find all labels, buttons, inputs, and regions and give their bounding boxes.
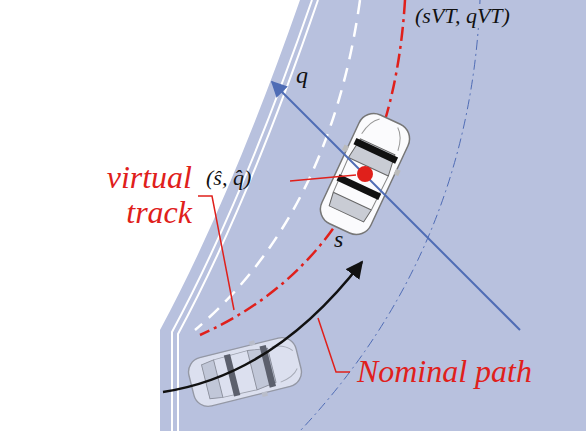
q-axis — [272, 82, 520, 330]
ghost-car — [185, 331, 306, 413]
leader-line — [198, 196, 234, 310]
road-surface — [160, 0, 586, 431]
edge-line — [178, 0, 318, 431]
leader-line — [290, 175, 356, 181]
point-label: (sVT, qVT) — [412, 4, 513, 28]
callout-label: Nominal path — [352, 354, 532, 389]
callout-label: virtual track — [40, 160, 192, 230]
vehicle-position-dot — [357, 166, 373, 182]
axis-label: s — [334, 226, 343, 252]
axis-label: q — [296, 62, 308, 88]
main-car — [312, 107, 419, 242]
lane-line — [195, 0, 360, 330]
point-label: (ŝ, q̂) — [206, 166, 251, 190]
nominal-path — [163, 262, 362, 392]
leader-line — [318, 318, 350, 372]
